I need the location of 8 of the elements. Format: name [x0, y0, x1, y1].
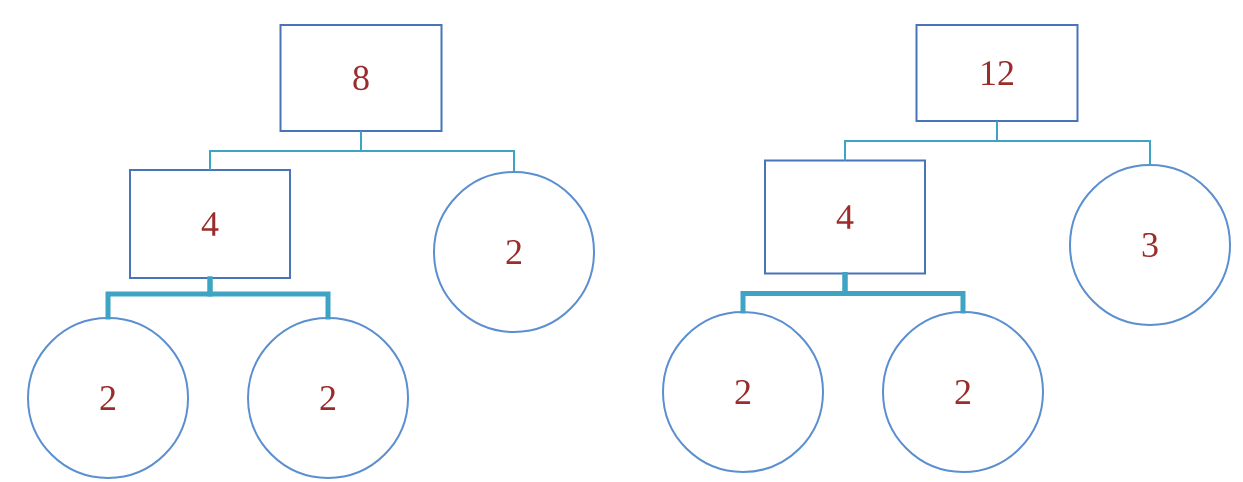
connector-line	[207, 276, 331, 320]
number-box: 4	[129, 169, 291, 279]
number-box: 4	[764, 159, 926, 275]
number-box: 8	[279, 24, 443, 132]
number-box: 12	[915, 24, 1079, 122]
connector-line	[360, 131, 515, 172]
connector-line	[996, 121, 1151, 165]
connector-line	[842, 272, 966, 314]
